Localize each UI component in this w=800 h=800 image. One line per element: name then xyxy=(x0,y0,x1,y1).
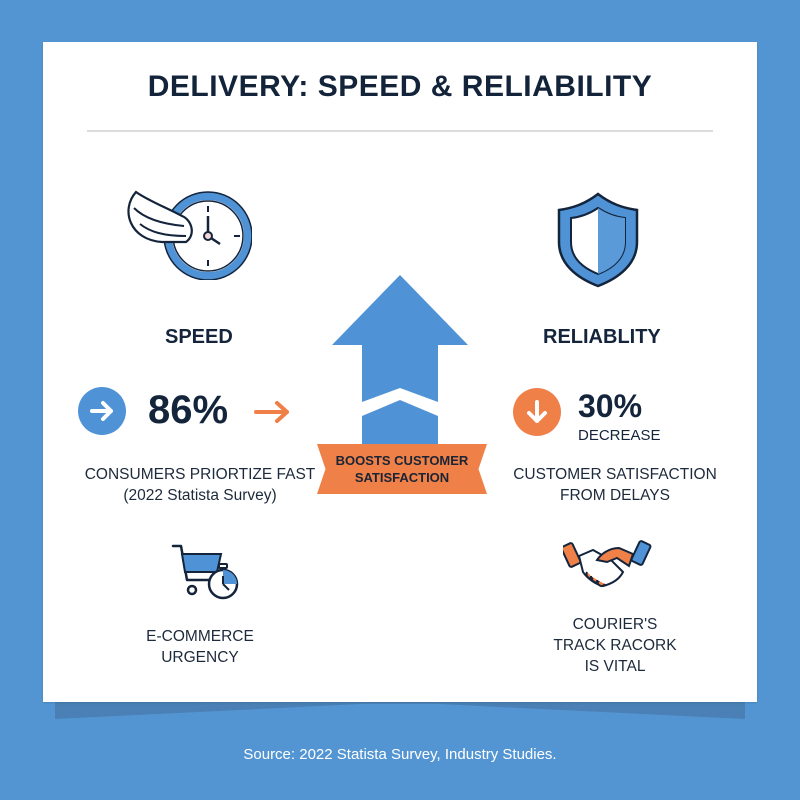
speed-description: CONSUMERS PRIORTIZE FAST (2022 Statista … xyxy=(70,464,330,506)
courier-line3: IS VITAL xyxy=(584,658,646,675)
arrow-down-circle-icon xyxy=(513,388,561,436)
reliability-heading: RELIABLITY xyxy=(543,326,661,348)
reliability-description-line2: FROM DELAYS xyxy=(560,487,670,504)
reliability-description: CUSTOMER SATISFACTION FROM DELAYS xyxy=(500,464,730,506)
ecommerce-urgency-label: E-COMMERCE URGENCY xyxy=(100,626,300,668)
speed-description-line1: CONSUMERS PRIORTIZE FAST xyxy=(84,466,316,483)
speed-description-line2: (2022 Statista Survey) xyxy=(123,487,277,504)
reliability-description-line1: CUSTOMER SATISFACTION xyxy=(513,466,717,483)
arrow-right-icon xyxy=(253,398,293,431)
winged-clock-icon xyxy=(112,180,253,281)
courier-line1: COURIER'S xyxy=(572,616,658,633)
reliability-stat-value: 30% xyxy=(578,388,643,424)
boosts-satisfaction-banner: BOOSTS CUSTOMER SATISFACTION xyxy=(317,444,487,494)
speed-heading: SPEED xyxy=(165,326,233,348)
banner-line2: SATISFACTION xyxy=(354,470,450,485)
courier-line2: TRACK RACORK xyxy=(553,637,677,654)
shield-icon xyxy=(553,190,643,290)
ecommerce-urgency-line2: URGENCY xyxy=(161,649,239,666)
cart-stopwatch-icon xyxy=(165,540,245,604)
speed-stat-value: 86% xyxy=(148,388,229,432)
card-shadow xyxy=(55,700,745,719)
up-arrow-icon xyxy=(330,270,470,450)
ecommerce-urgency-line1: E-COMMERCE xyxy=(146,628,254,645)
page-title: DELIVERY: SPEED & RELIABILITY xyxy=(147,70,653,103)
source-footnote: Source: 2022 Statista Survey, Industry S… xyxy=(243,746,557,763)
handshake-icon xyxy=(560,536,653,592)
title-divider xyxy=(87,130,713,132)
banner-line1: BOOSTS CUSTOMER xyxy=(335,453,469,468)
arrow-right-circle-icon xyxy=(78,387,126,435)
reliability-stat-label: DECREASE xyxy=(578,427,661,444)
courier-track-record-label: COURIER'S TRACK RACORK IS VITAL xyxy=(515,614,715,677)
